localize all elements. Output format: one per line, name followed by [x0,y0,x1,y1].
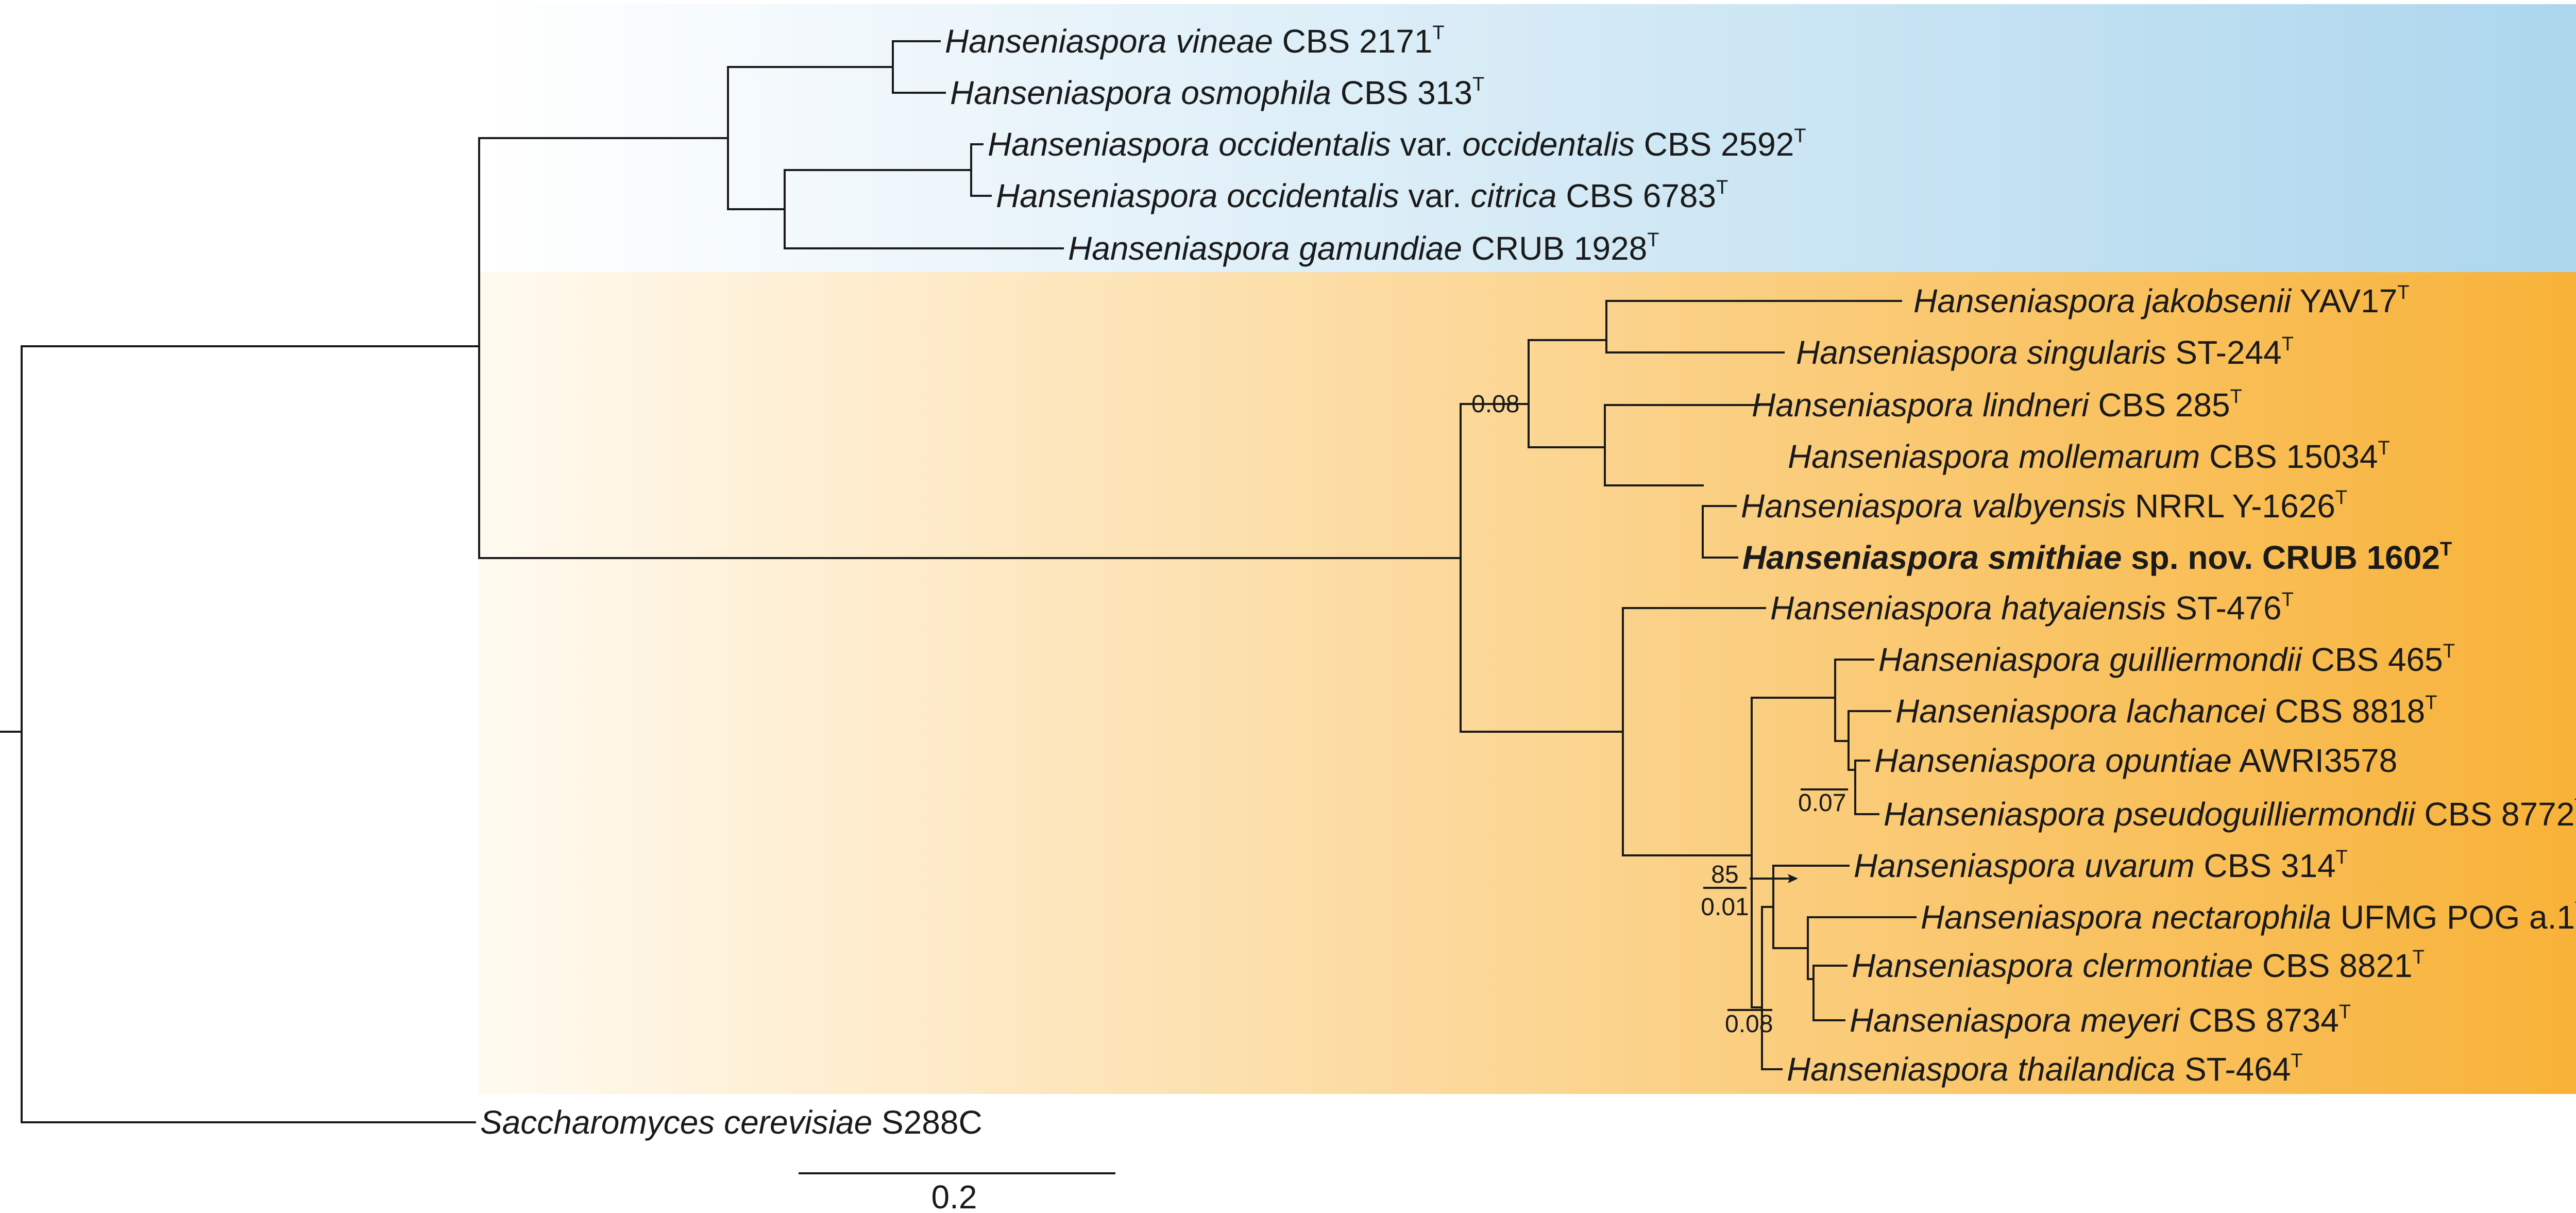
tip-label: Hanseniaspora thailandica ST-464T [1787,1050,2303,1088]
tip-label: Hanseniaspora hatyaiensis ST-476T [1770,589,2294,627]
node-support-values: 0.08 0.07 85 0.01 0.08 [1471,391,1846,1038]
support-value: 0.01 [1701,894,1749,921]
tip-label: Hanseniaspora occidentalis var. occident… [988,125,1806,163]
support-value: 85 [1711,861,1738,888]
support-value: 0.08 [1471,391,1519,418]
tip-label: Hanseniaspora occidentalis var. citrica … [996,177,1728,214]
tip-label: Hanseniaspora clermontiae CBS 8821T [1852,947,2425,984]
tree-branches [0,40,1917,1123]
tip-label: Hanseniaspora jakobsenii YAV17T [1913,282,2410,319]
tip-label: Hanseniaspora osmophila CBS 313T [950,74,1484,111]
tip-label: Hanseniaspora lachancei CBS 8818T [1895,692,2437,730]
tip-label-new-species: Hanseniaspora smithiae sp. nov. CRUB 160… [1742,538,2452,576]
tip-labels: Hanseniaspora vineae CBS 2171T Hansenias… [480,22,2576,1141]
tip-label: Hanseniaspora meyeri CBS 8734T [1850,1001,2351,1039]
tip-label: Hanseniaspora pseudoguilliermondii CBS 8… [1884,795,2576,833]
scale-bar: 0.2 [799,1172,1115,1213]
tip-label: Hanseniaspora uvarum CBS 314T [1854,847,2348,884]
tip-label-outgroup: Saccharomyces cerevisiae S288C [480,1104,982,1141]
scale-bar-label: 0.2 [931,1178,977,1213]
tip-label: Hanseniaspora mollemarum CBS 15034T [1788,437,2390,475]
tip-label: Hanseniaspora valbyensis NRRL Y-1626T [1741,487,2347,525]
tip-label: Hanseniaspora gamundiae CRUB 1928T [1068,229,1659,267]
support-value: 0.08 [1725,1010,1773,1038]
tip-label: Hanseniaspora vineae CBS 2171T [945,22,1445,60]
clade-highlight-blue [479,4,2576,272]
tip-label: Hanseniaspora lindneri CBS 285T [1752,386,2242,424]
support-value: 0.07 [1798,789,1846,817]
tip-label: Hanseniaspora guilliermondii CBS 465T [1878,641,2455,678]
tip-label: Hanseniaspora nectarophila UFMG POG a.1T [1921,898,2576,936]
tip-label: Hanseniaspora singularis ST-244T [1796,333,2294,371]
arrow-head-icon [1788,874,1798,883]
tip-label: Hanseniaspora opuntiae AWRI3578 [1874,742,2397,779]
